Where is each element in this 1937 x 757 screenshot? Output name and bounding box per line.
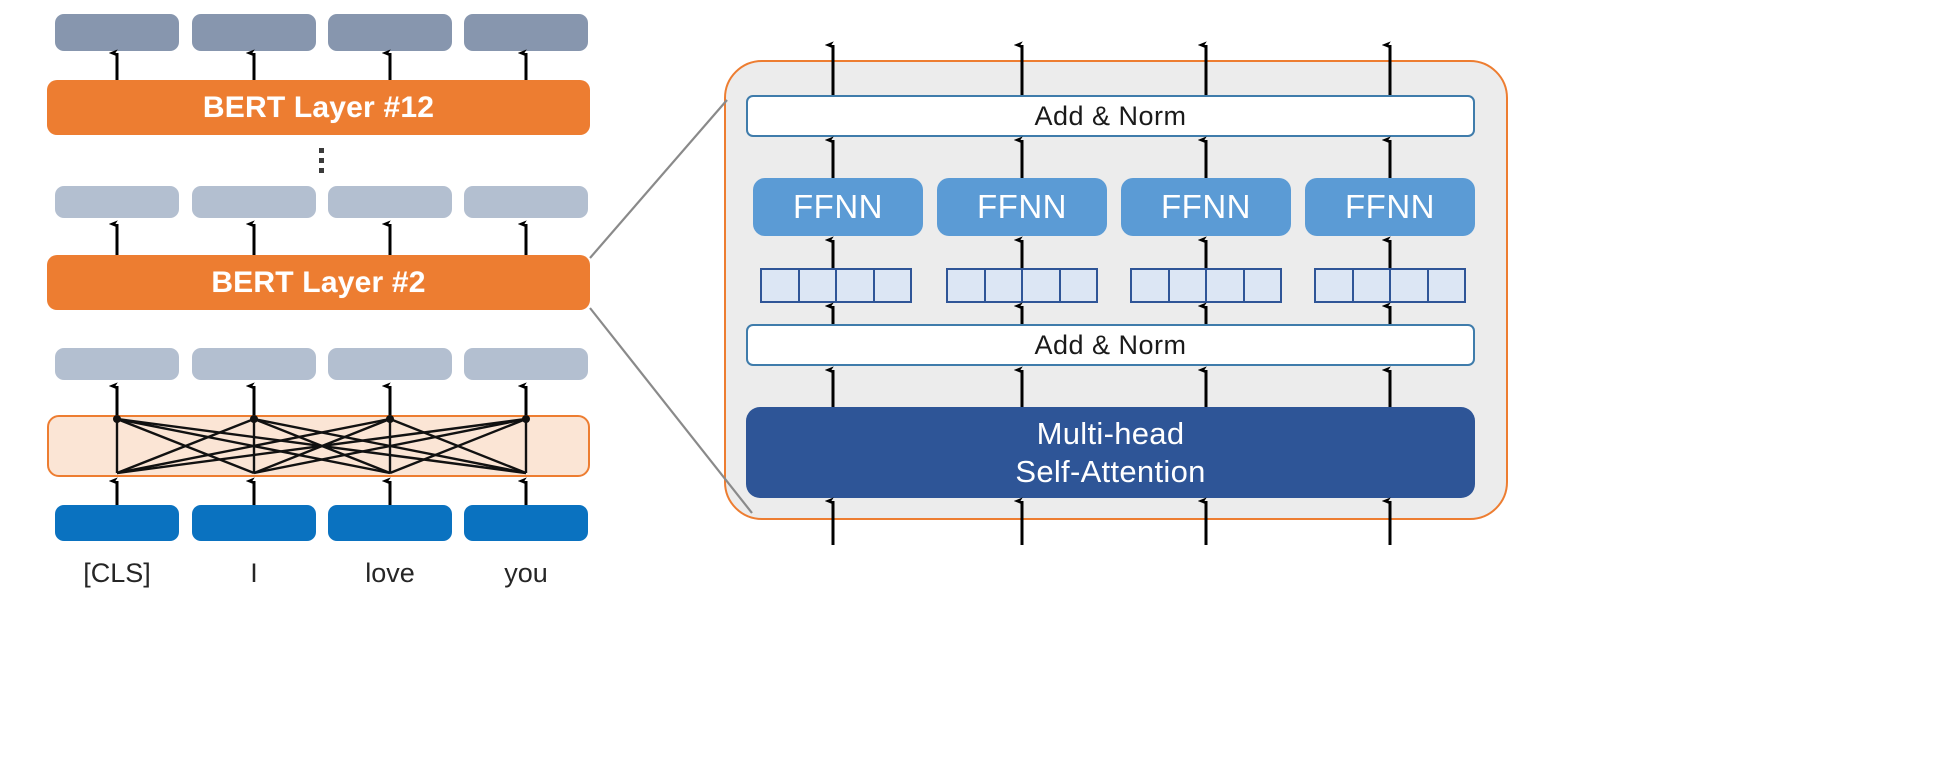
bert-layer-2[interactable]: BERT Layer #2 [47, 255, 590, 310]
token-label-cls: [CLS] [83, 558, 151, 588]
vector-4 [1314, 268, 1466, 303]
vector-cell [762, 270, 800, 301]
vector-cell [1207, 270, 1245, 301]
layers-ellipsis-icon [318, 148, 324, 173]
add-norm-bottom[interactable]: Add & Norm [746, 324, 1475, 366]
vector-cell [1354, 270, 1391, 301]
vector-cell [800, 270, 837, 301]
vector-cell [1316, 270, 1354, 301]
multi-head-self-attention-block[interactable]: Multi-head Self-Attention [746, 407, 1475, 498]
vector-cell [875, 270, 911, 301]
token-label-i: I [250, 558, 258, 588]
ffnn-block-2[interactable]: FFNN [937, 178, 1107, 236]
intermediate-embedding-upper-box-2 [192, 186, 316, 218]
output-embedding-box-3 [328, 14, 452, 51]
self-attention-band [47, 415, 590, 477]
mhsa-line-2: Self-Attention [1015, 453, 1206, 489]
vector-3 [1130, 268, 1282, 303]
intermediate-embedding-upper-box-4 [464, 186, 588, 218]
vector-cell [1245, 270, 1281, 301]
output-embedding-box-2 [192, 14, 316, 51]
token-label-love: love [365, 558, 415, 588]
ffnn-block-1[interactable]: FFNN [753, 178, 923, 236]
bert-layer-12[interactable]: BERT Layer #12 [47, 80, 590, 135]
mhsa-line-1: Multi-head [1036, 415, 1185, 451]
vector-cell [986, 270, 1023, 301]
output-embedding-box-4 [464, 14, 588, 51]
intermediate-embedding-lower-box-4 [464, 348, 588, 380]
vector-cell [1061, 270, 1097, 301]
intermediate-embedding-upper-box-1 [55, 186, 179, 218]
input-embedding-box-3 [328, 505, 452, 541]
vector-cell [948, 270, 986, 301]
token-label-you: you [504, 558, 548, 588]
vector-cell [837, 270, 875, 301]
input-embedding-box-2 [192, 505, 316, 541]
vector-cell [1429, 270, 1465, 301]
add-norm-top[interactable]: Add & Norm [746, 95, 1475, 137]
vector-cell [1132, 270, 1170, 301]
output-embedding-box-1 [55, 14, 179, 51]
vector-1 [760, 268, 912, 303]
vector-cell [1170, 270, 1207, 301]
vector-cell [1391, 270, 1429, 301]
ffnn-block-3[interactable]: FFNN [1121, 178, 1291, 236]
intermediate-embedding-lower-box-1 [55, 348, 179, 380]
intermediate-embedding-lower-box-2 [192, 348, 316, 380]
ffnn-block-4[interactable]: FFNN [1305, 178, 1475, 236]
vector-2 [946, 268, 1098, 303]
input-embedding-box-1 [55, 505, 179, 541]
intermediate-embedding-upper-box-3 [328, 186, 452, 218]
intermediate-embedding-lower-box-3 [328, 348, 452, 380]
input-embedding-box-4 [464, 505, 588, 541]
vector-cell [1023, 270, 1061, 301]
